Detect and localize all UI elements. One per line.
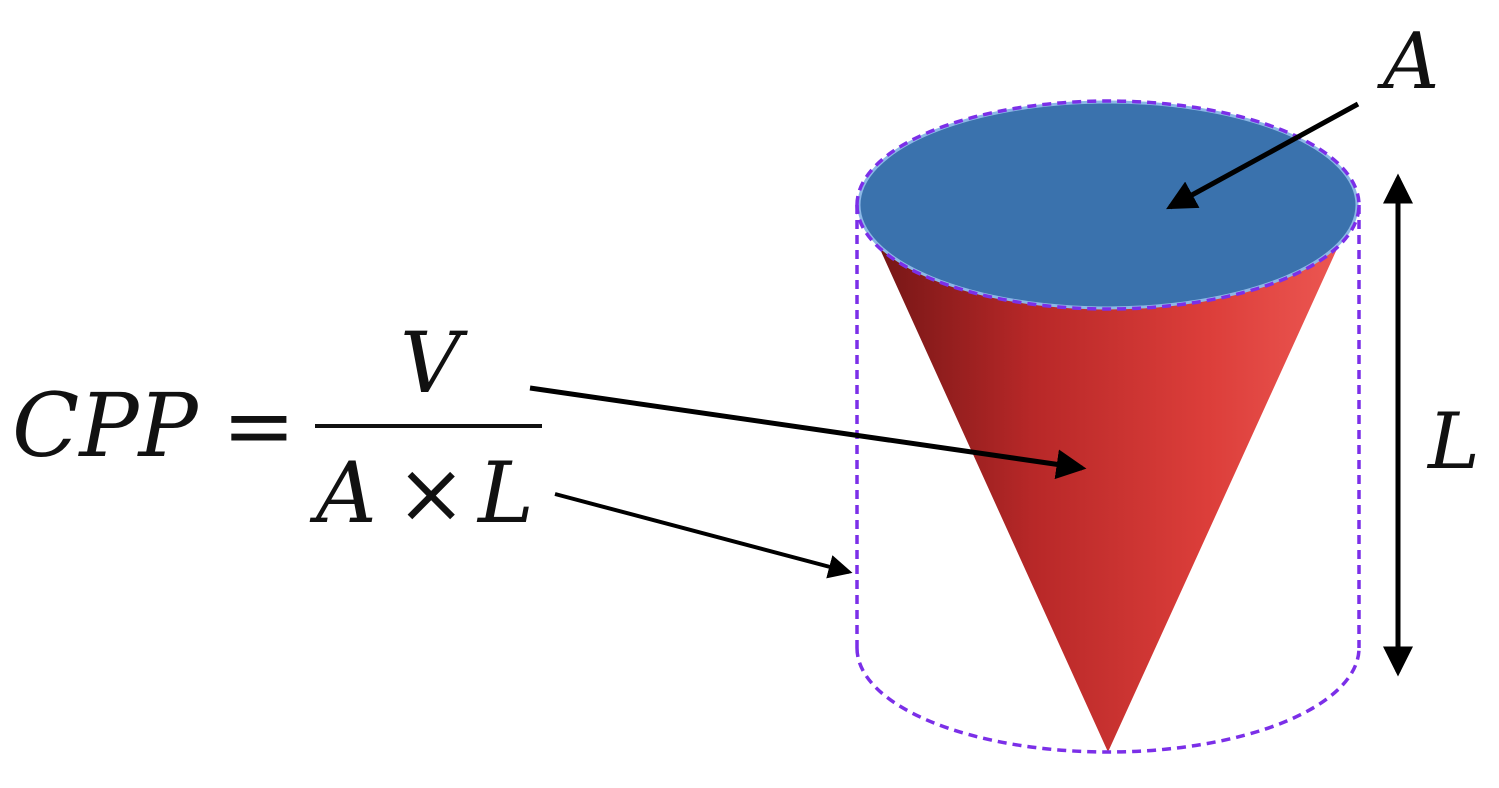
cylinder-outline — [855, 99, 1361, 754]
formula-lhs: CPP — [12, 374, 200, 477]
formula-numerator: V — [400, 314, 468, 412]
cylinder-arrow — [554, 492, 853, 579]
area-arrow — [1166, 101, 1360, 210]
formula-denominator-a: A — [309, 444, 377, 542]
volume-arrow — [529, 385, 1087, 480]
cone-top-ellipse — [857, 100, 1359, 310]
area-label: A — [1377, 17, 1439, 107]
cone-body — [860, 205, 1357, 752]
length-label: L — [1426, 397, 1480, 487]
formula-times: × — [396, 444, 466, 542]
formula-denominator-l: L — [476, 444, 534, 542]
formula-equals: = — [222, 374, 296, 477]
